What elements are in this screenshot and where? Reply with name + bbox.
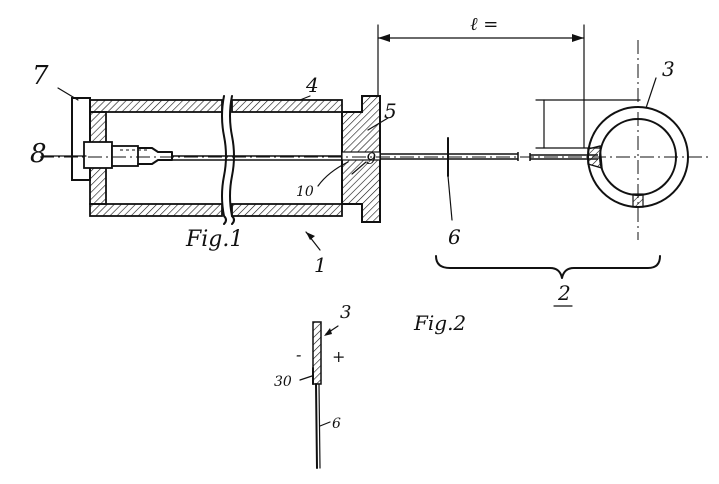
label-5: 5 xyxy=(384,99,397,123)
element-8-connector xyxy=(83,141,113,169)
brace-2 xyxy=(435,255,661,279)
label-7: 7 xyxy=(32,61,49,91)
fig2-label-6: 6 xyxy=(332,416,341,432)
connector-tip xyxy=(137,147,173,165)
ring-gap-bottom xyxy=(632,193,644,208)
ring-joint xyxy=(587,145,603,169)
fig1: ℓ = 7 8 4 5 9 10 6 3 1 2 Fig.1 xyxy=(30,14,712,307)
fig2-wire-6 xyxy=(315,383,318,469)
label-8: 8 xyxy=(30,139,47,169)
fig2-label-30: 30 xyxy=(274,374,292,390)
label-9: 9 xyxy=(366,149,376,168)
fig2-plus: + xyxy=(332,347,345,366)
fig2-minus: - xyxy=(296,345,301,364)
fig2-leader-6 xyxy=(319,421,331,427)
break-line-right xyxy=(229,95,235,225)
fig2-arrow-3-head xyxy=(324,328,332,336)
dim-arrow-left xyxy=(378,34,390,42)
label-4: 4 xyxy=(305,73,319,97)
fig2-leader-30 xyxy=(299,375,313,381)
label-1: 1 xyxy=(314,253,327,277)
housing-bottom-wall-right xyxy=(231,203,343,217)
housing-top-wall-left xyxy=(89,99,223,113)
leader-6 xyxy=(447,175,453,221)
fig2-caption: Fig.2 xyxy=(413,311,466,335)
label-3-fig1: 3 xyxy=(662,57,675,81)
fig2-element-3 xyxy=(312,321,322,385)
dim-arrow-right xyxy=(572,34,584,42)
fig2: 3 - + 30 6 Fig.2 xyxy=(274,302,466,469)
label-6-fig1: 6 xyxy=(448,225,461,249)
fig1-caption: Fig.1 xyxy=(185,227,243,252)
leader-1-head xyxy=(306,232,315,240)
break-line-left xyxy=(221,95,227,225)
leader-7 xyxy=(57,87,79,101)
label-2: 2 xyxy=(557,281,571,305)
housing-top-wall-right xyxy=(231,99,343,113)
leader-9 xyxy=(351,161,367,175)
dim-label-l: ℓ = xyxy=(470,14,498,35)
leader-5 xyxy=(367,117,389,131)
label-10: 10 xyxy=(296,184,314,200)
fig2-label-3: 3 xyxy=(340,302,351,323)
housing-bottom-wall-left xyxy=(89,203,223,217)
connector-body xyxy=(111,145,139,167)
leader-3 xyxy=(645,77,657,109)
leader-10 xyxy=(317,161,349,187)
leader-4 xyxy=(299,95,311,101)
